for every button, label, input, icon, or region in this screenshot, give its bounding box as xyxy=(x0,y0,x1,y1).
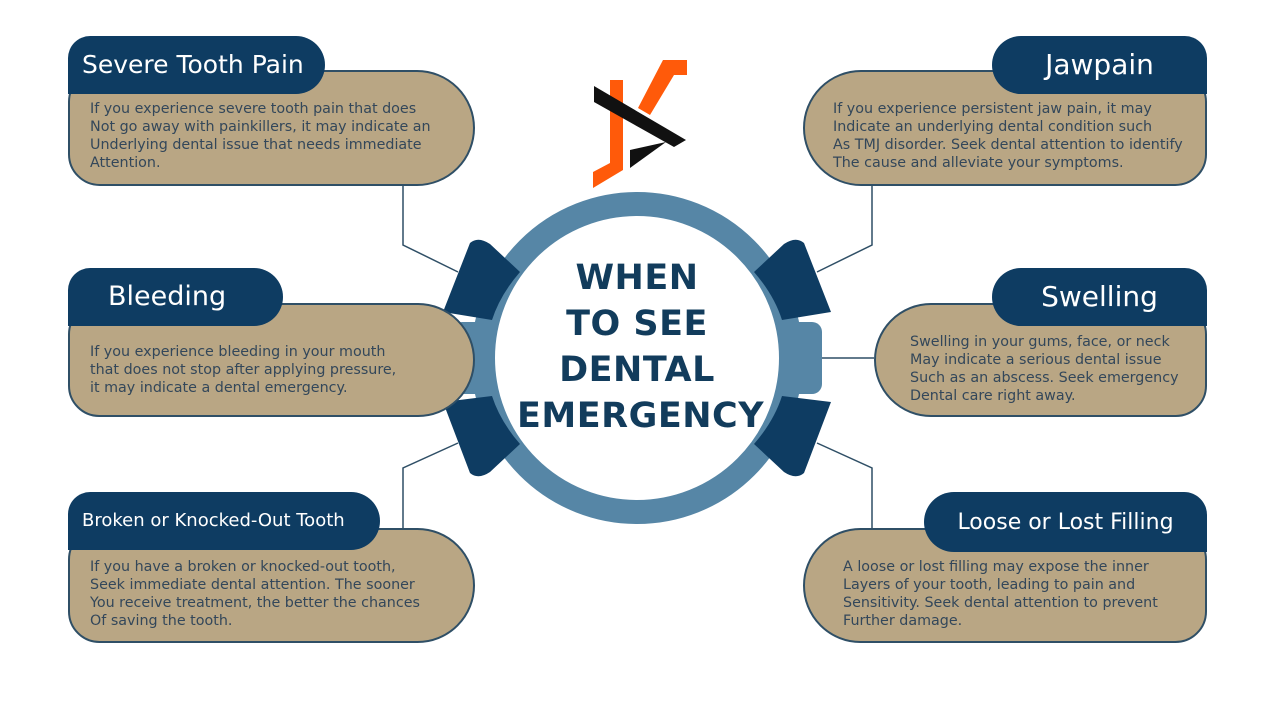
card-broken-tooth-heading: Broken or Knocked-Out Tooth xyxy=(68,492,380,550)
card-text: If you have a broken or knocked-out toot… xyxy=(90,559,396,575)
card-text: Dental care right away. xyxy=(910,388,1076,404)
card-text: it may indicate a dental emergency. xyxy=(90,380,348,396)
card-jawpain-heading: Jawpain xyxy=(992,36,1207,94)
card-text: If you experience persistent jaw pain, i… xyxy=(833,101,1152,117)
center-ring xyxy=(443,192,831,524)
card-text: Underlying dental issue that needs immed… xyxy=(90,137,422,153)
card-loose-filling-heading: Loose or Lost Filling xyxy=(924,492,1207,552)
title-line: EMERGENCY xyxy=(517,396,765,436)
card-text: that does not stop after applying pressu… xyxy=(90,362,397,378)
card-text: Sensitivity. Seek dental attention to pr… xyxy=(843,595,1158,611)
card-text: Indicate an underlying dental condition … xyxy=(833,119,1153,135)
title-line: DENTAL xyxy=(559,350,715,390)
card-text: The cause and alleviate your symptoms. xyxy=(833,155,1124,171)
title-line: WHEN xyxy=(575,258,699,298)
card-text: May indicate a serious dental issue xyxy=(910,352,1162,368)
card-text: Layers of your tooth, leading to pain an… xyxy=(843,577,1136,593)
title-line: TO SEE xyxy=(566,304,708,344)
card-text: Seek immediate dental attention. The soo… xyxy=(90,577,415,593)
card-text: Of saving the tooth. xyxy=(90,613,233,629)
card-text: If you experience severe tooth pain that… xyxy=(90,101,417,117)
card-severe-tooth-pain-heading: Severe Tooth Pain xyxy=(68,36,325,94)
center-title: WHEN TO SEE DENTAL EMERGENCY xyxy=(517,255,765,439)
card-text: If you experience bleeding in your mouth xyxy=(90,344,386,360)
connector-lines xyxy=(402,186,874,528)
card-text: As TMJ disorder. Seek dental attention t… xyxy=(833,137,1183,153)
card-text: Swelling in your gums, face, or neck xyxy=(910,334,1170,350)
tooth-tabs xyxy=(443,239,831,477)
card-text: You receive treatment, the better the ch… xyxy=(90,595,420,611)
card-text: Not go away with painkillers, it may ind… xyxy=(90,119,431,135)
card-swelling-heading: Swelling xyxy=(992,268,1207,326)
card-text: Further damage. xyxy=(843,613,963,629)
card-bleeding-heading: Bleeding xyxy=(68,268,283,326)
card-text: Such as an abscess. Seek emergency xyxy=(910,370,1179,386)
logo xyxy=(593,60,687,188)
card-text: Attention. xyxy=(90,155,161,171)
card-text: A loose or lost filling may expose the i… xyxy=(843,559,1149,575)
